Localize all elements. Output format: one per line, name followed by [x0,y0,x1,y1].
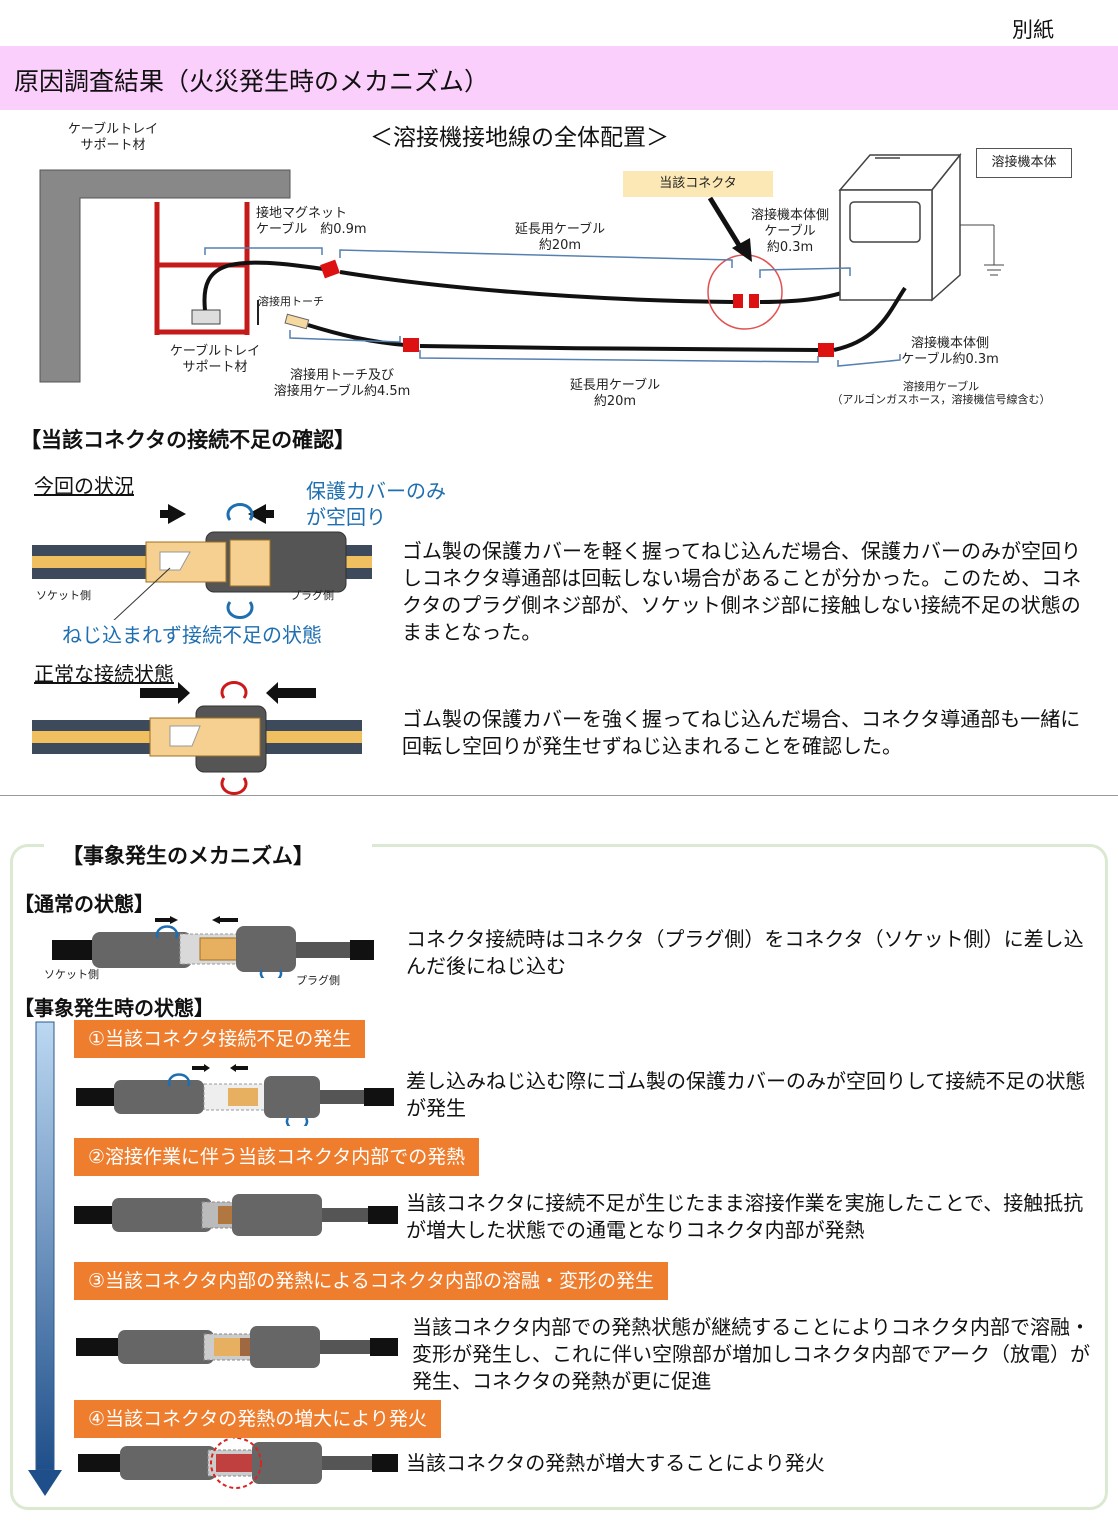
target-connector-plug [749,294,759,308]
layout-diagram [39,152,1004,383]
normal-condition-title: 【通常の状態】 [14,892,154,916]
current-state-title: 今回の状況 [34,474,134,498]
normal-state-title: 正常な接続状態 [34,662,174,686]
step-3-label: ③当該コネクタ内部の発熱によるコネクタ内部の溶融・変形の発生 [74,1262,668,1300]
target-connector-circle [707,254,783,330]
step-3-drawing [76,1326,398,1368]
label-welder-body: 溶接機本体 [976,148,1072,178]
page-note: 別紙 [1012,18,1054,42]
check-section-title: 【当該コネクタの接続不足の確認】 [20,428,356,452]
step-1-drawing [76,1064,394,1126]
progression-arrow [28,1021,62,1496]
step-4-label: ④当該コネクタの発熱の増大により発火 [74,1400,441,1438]
step-2-drawing [74,1194,398,1236]
label-ground-magnet-cable: 接地マグネット ケーブル 約0.9m [256,206,367,237]
welder-side-cable-bottom [833,286,907,352]
pointer-arrow [707,196,745,252]
label-welding-cable-note: 溶接用ケーブル （アルゴンガスホース，溶接機信号線含む） [831,380,1051,406]
connector-2 [403,338,419,352]
step-4-drawing [78,1438,398,1489]
ground-magnet-cable [202,260,331,311]
step-4-text: 当該コネクタの発熱が増大することにより発火 [406,1451,825,1475]
mechanism-title: 【事象発生のメカニズム】 [62,844,314,868]
connector-3 [818,343,834,357]
mechanism-title-bg [44,834,372,870]
header-band [0,46,1118,110]
normal-state-text: ゴム製の保護カバーを強く握ってねじ込んだ場合、コネクタ導通部も一緒に回転し空回り… [402,707,1081,758]
page-title: 原因調査結果（火災発生時のメカニズム） [14,67,490,96]
red-support-frame [154,202,250,335]
label-welder-side-cable-bottom: 溶接機本体側 ケーブル約0.3m [901,336,999,367]
not-screwed-label: ねじ込まれず接続不足の状態 [62,623,322,647]
cover-only-spin-label: 保護カバーのみ が空回り [306,479,446,529]
torch-cable [307,323,406,347]
plug-side-label-1: プラグ側 [290,589,334,602]
socket-side-label-1: ソケット側 [36,589,91,602]
dimension-brackets [204,247,901,367]
normal-condition-text: コネクタ接続時はコネクタ（プラグ側）をコネクタ（ソケット側）に差し込んだ後にねじ… [406,927,1084,978]
label-welder-side-cable-top: 溶接機本体側 ケーブル 約0.3m [750,208,829,255]
target-connector-socket [733,294,743,308]
mechanism-panel [10,844,1108,1510]
section-divider [0,795,1118,796]
plug-side-label-2: プラグ側 [296,974,340,987]
welding-torch [284,313,310,330]
ground-magnet [191,309,221,325]
label-target-connector: 当該コネクタ [623,171,773,197]
layout-diagram-title: ＜溶接機接地線の全体配置＞ [370,125,669,151]
connector-fail-drawing [32,502,372,620]
ground-symbol [960,224,1004,276]
welder-side-cable-top [759,288,851,304]
pointer-arrow-head [732,238,752,262]
socket-side-label-2: ソケット側 [44,968,99,981]
step-2-label: ②溶接作業に伴う当該コネクタ内部での発熱 [74,1138,480,1176]
label-extension-cable-bottom: 延長用ケーブル 約20m [569,378,661,409]
normal-connector-drawing [52,916,374,978]
label-welding-torch: 溶接用トーチ [258,295,324,308]
label-torch-and-cable: 溶接用トーチ及び 溶接用ケーブル約4.5m [273,368,411,399]
welder-body-drawing [838,152,962,302]
extension-cable-bottom [419,344,819,352]
label-extension-cable-top: 延長用ケーブル 約20m [514,222,606,253]
step-1-text: 差し込みねじ込む際にゴム製の保護カバーのみが空回りして接続不足の状態が発生 [406,1069,1086,1120]
current-state-text: ゴム製の保護カバーを軽く握ってねじ込んだ場合、保護カバーのみが空回りしコネクタ導… [402,539,1082,644]
label-cable-tray-support-bottom: ケーブルトレイ サポート材 [169,344,261,375]
connector-normal-drawing [32,680,362,795]
connector-1 [320,259,340,279]
step-2-text: 当該コネクタに接続不足が生じたまま溶接作業を実施したことで、接触抵抗が増大した状… [406,1191,1084,1242]
label-cable-tray-support-top: ケーブルトレイ サポート材 [67,122,159,153]
event-condition-title: 【事象発生時の状態】 [14,996,214,1020]
step-3-text: 当該コネクタ内部での発熱状態が継続することによりコネクタ内部で溶融・変形が発生し… [412,1315,1090,1393]
step-1-label: ①当該コネクタ接続不足の発生 [74,1020,366,1058]
extension-cable-top [339,270,734,304]
cable-tray-support [39,169,291,383]
